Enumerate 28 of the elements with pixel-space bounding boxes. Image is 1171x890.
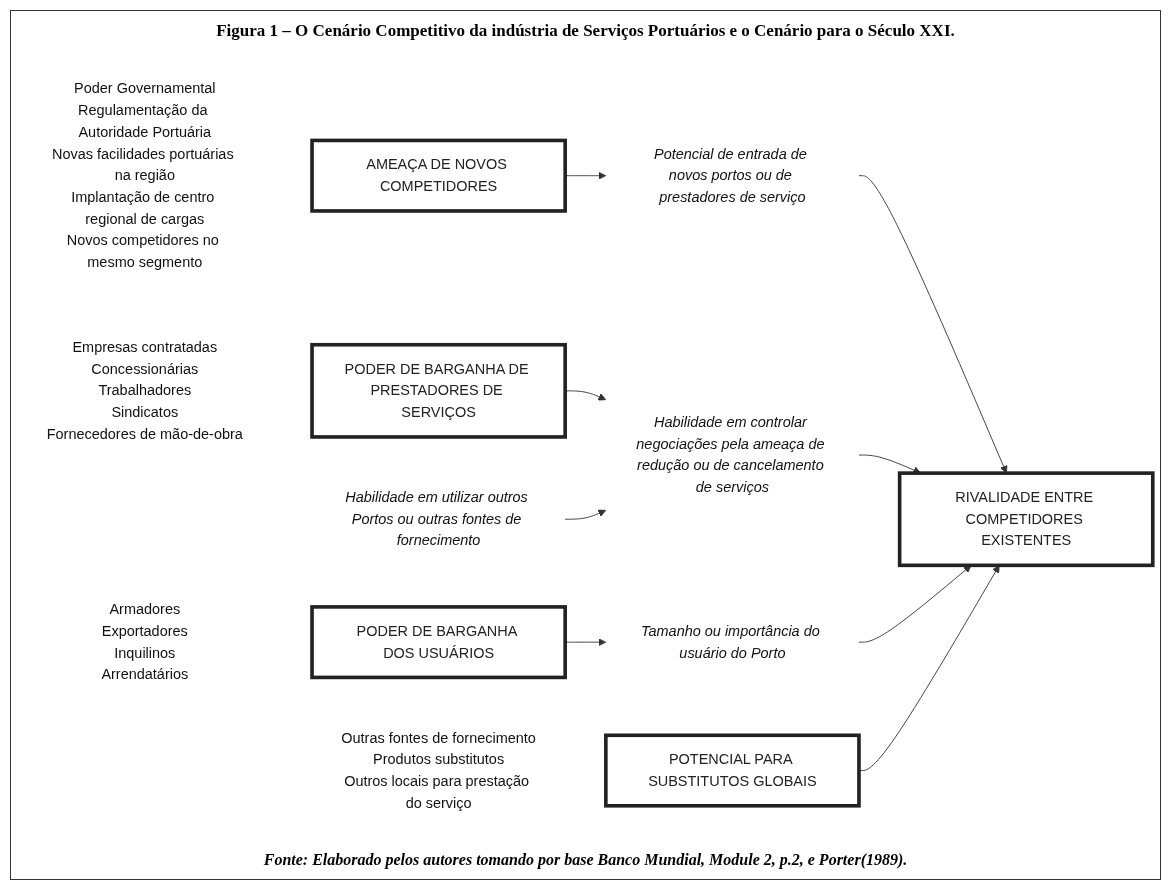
figure-title: Figura 1 – O Cenário Competitivo da indústria de Serviços Portuários e o Cenário para o Século XXI. (216, 21, 955, 41)
node-label: Inquilinos (114, 644, 176, 661)
node-label: Outros locais para prestação do serviço (344, 773, 530, 811)
node-label: Sindicatos (111, 404, 179, 420)
node-label: Arrendatários (101, 666, 189, 682)
node-label: Empresas contratadas (72, 339, 218, 355)
node-box: POTENCIAL PARA SUBSTITUTOS GLOBAIS (604, 733, 861, 808)
node-label: Armadores (109, 601, 181, 617)
node-text: Habilidade em controlar negociações pela ameaça de redução ou de cancelamento de serviços (636, 414, 825, 495)
node-text: Tamanho ou importância do usuário do Porto (641, 623, 820, 661)
node-label: Novos competidores no mesmo segmento (66, 232, 219, 270)
node-box: PODER DE BARGANHA DE PRESTADORES DE SERVIÇOS (310, 342, 567, 439)
node-label: Fornecedores de mão-de-obra (46, 426, 243, 442)
node-text: Potencial de entrada de novos portos ou de prestadores de serviço (653, 145, 807, 205)
node-label: Produtos substitutos (373, 751, 505, 767)
node-label: Outras fontes de fornecimento (341, 729, 536, 746)
node-label: Implantação de centro regional de cargas (71, 189, 215, 227)
source-caption: Fonte: Elaborado pelos autores tomando por base Banco Mundial, Module 2, p.2, e Porter(1989). (263, 851, 908, 869)
node-box: RIVALIDADE ENTRE COMPETIDORES EXISTENTES (897, 471, 1155, 568)
node-label: Novas facilidades portuárias na região (51, 145, 234, 183)
node-label: Poder Governamental (74, 80, 216, 97)
node-label: Exportadores (101, 623, 188, 639)
node-text: Habilidade em utilizar outros Portos ou outras fontes de fornecimento (345, 489, 528, 549)
node-label: Trabalhadores (98, 382, 192, 399)
node-label: Regulamentação da Autoridade Portuária (78, 102, 212, 140)
node-label: Concessionárias (91, 361, 199, 377)
node-box: AMEAÇA DE NOVOS COMPETIDORES (310, 138, 567, 213)
node-box: PODER DE BARGANHA DOS USUÁRIOS (310, 605, 567, 680)
